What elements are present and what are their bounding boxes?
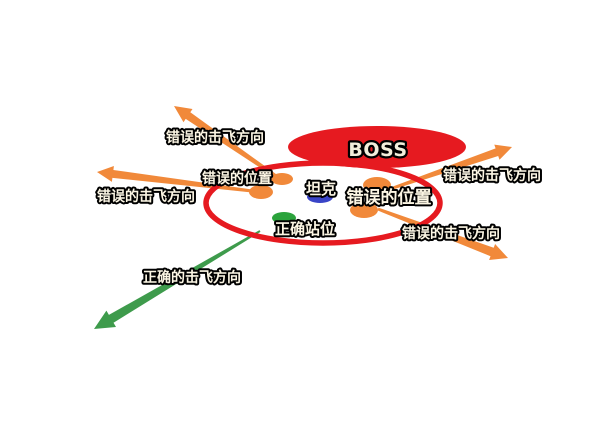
correct-position-label: 正确站位: [275, 220, 335, 238]
tank-label: 坦克: [306, 180, 336, 198]
wrong-knockback-top-right-label: 错误的击飞方向: [443, 167, 541, 184]
wrong-knockback-arrow-top-left: [174, 106, 284, 183]
tank-spot: [307, 191, 333, 203]
wrong-spot-right-top: [363, 177, 391, 193]
wrong-spot-left-top: [271, 173, 293, 185]
wrong-knockback-left-label: 错误的击飞方向: [97, 188, 195, 205]
wrong-spot-left-bottom: [249, 185, 273, 199]
wrong-knockback-top-left-label: 错误的击飞方向: [166, 129, 264, 146]
wrong-knockback-arrow-bottom-right: [377, 207, 508, 260]
correct-knockback-arrow: [94, 230, 261, 329]
wrong-knockback-bottom-right-label: 错误的击飞方向: [402, 225, 500, 242]
wrong-position-right-label: 错误的位置: [347, 187, 432, 208]
correct-knockback-label: 正确的击飞方向: [143, 269, 241, 286]
wrong-position-left-label: 错误的位置: [202, 170, 272, 187]
correct-spot: [272, 212, 296, 224]
boss-ellipse: [288, 126, 466, 168]
wrong-spot-right-bottom: [350, 202, 378, 218]
boss-label: BOSS: [348, 139, 407, 161]
wrong-knockback-arrow-top-right: [392, 144, 512, 190]
